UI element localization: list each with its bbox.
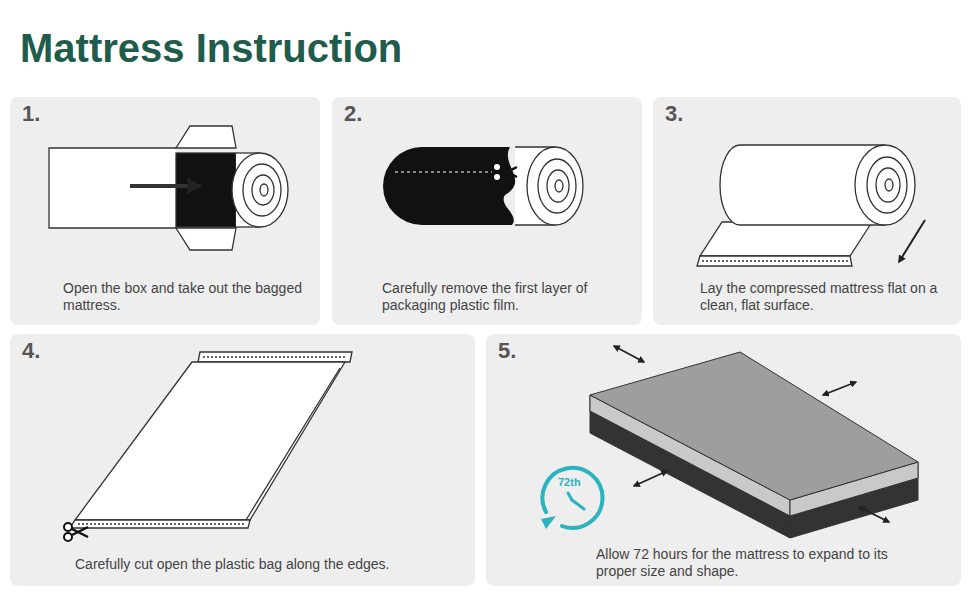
film-illustration <box>383 147 583 225</box>
step-caption: Allow 72 hours for the mattress to expan… <box>596 546 896 580</box>
panel-ground <box>10 97 961 586</box>
step-number: 1. <box>22 101 40 127</box>
step-number: 4. <box>22 338 40 364</box>
step-number: 5. <box>498 338 516 364</box>
mattress-illustration <box>590 346 918 538</box>
step-panel: 2. Carefully remove the first layer of pa… <box>332 97 642 325</box>
bag-illustration <box>64 352 352 541</box>
box-illustration <box>49 126 288 250</box>
step-number: 2. <box>344 101 362 127</box>
clock-label: 72th <box>558 476 581 488</box>
roll-illustration <box>697 145 925 266</box>
step-caption: Lay the compressed mattress flat on a cl… <box>700 280 950 314</box>
step-panel: 3. Lay the compressed mattress flat on a … <box>653 97 961 325</box>
step-caption: Carefully remove the first layer of pack… <box>382 280 632 314</box>
page-title: Mattress Instruction <box>20 26 402 71</box>
step-caption: Carefully cut open the plastic bag along… <box>75 556 465 573</box>
clock-icon <box>541 468 602 529</box>
step-panel: 1. Open the box and take out the bagged m… <box>10 97 320 325</box>
step-number: 3. <box>665 101 683 127</box>
step-panel: 5. Allow 72 hours for the mattress to exp… <box>486 334 961 586</box>
step-caption: Open the box and take out the bagged mat… <box>63 280 308 314</box>
step-panel: 4. Carefully cut open the plastic bag alo… <box>10 334 475 586</box>
